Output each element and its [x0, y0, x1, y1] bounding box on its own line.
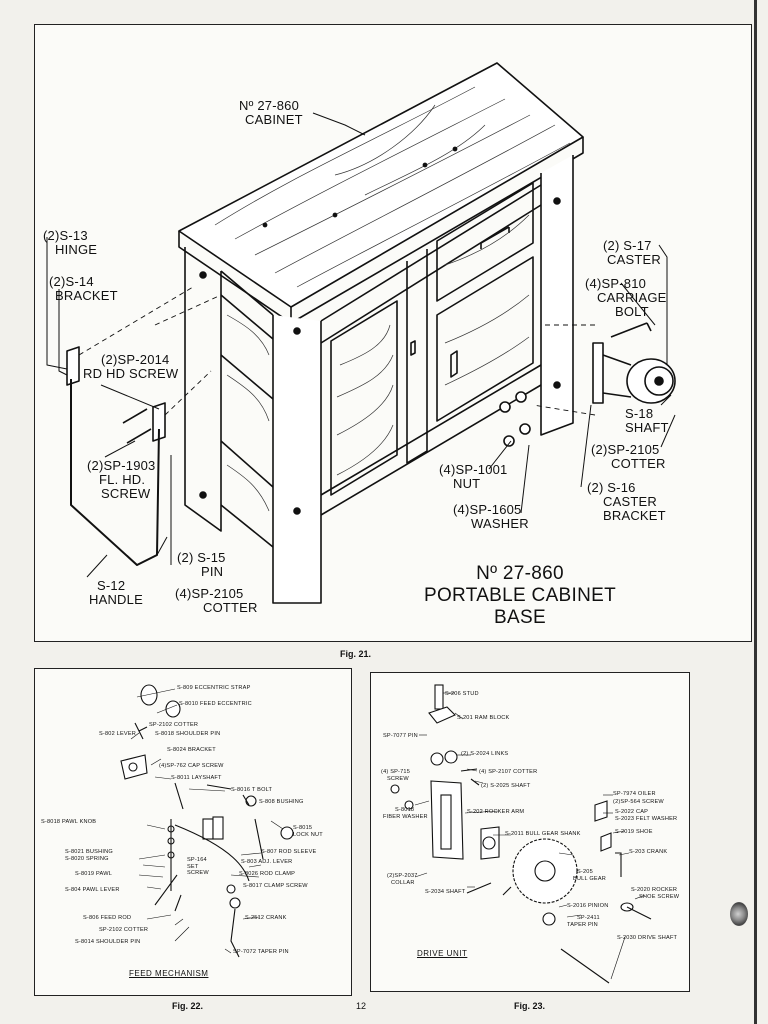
figure-21-caption: Fig. 21.: [340, 649, 372, 659]
label-cotter: (4) SP-2107 COTTER: [479, 769, 538, 775]
binder-hole-bottom: [730, 902, 748, 926]
label-shaft-2034: S-2034 SHAFT: [425, 889, 466, 895]
label-cap: S-2022 CAP: [615, 809, 649, 815]
label-rod-sleeve: S-807 ROD SLEEVE: [261, 849, 317, 855]
label-pawl: S-8019 PAWL: [75, 871, 113, 877]
figure-23-title: DRIVE UNIT: [417, 949, 468, 958]
label-stud: S-206 STUD: [445, 691, 479, 697]
label-oiler: SP-7974 OILER: [613, 791, 656, 797]
label-pawl-lever: S-804 PAWL LEVER: [65, 887, 120, 893]
label-feed-rod: S-806 FEED ROD: [83, 915, 132, 921]
label-taper-pin: SP-7072 TAPER PIN: [233, 949, 289, 955]
figure-22-title: FEED MECHANISM: [129, 969, 209, 978]
label-cap-screw: (4)SP-762 CAP SCREW: [159, 763, 224, 769]
label-pinion: S-2016 PINION: [567, 903, 609, 909]
label-eccentric-strap: S-809 ECCENTRIC STRAP: [177, 685, 251, 691]
label-rod-clamp: S-8026 ROD CLAMP: [239, 871, 296, 877]
label-ram-block: S-201 RAM BLOCK: [457, 715, 510, 721]
label-felt-washer: S-2023 FELT WASHER: [615, 816, 678, 822]
label-screw-564: (2)SP-564 SCREW: [613, 799, 664, 805]
figure-22-feed-mechanism-panel: S-809 ECCENTRIC STRAP S-8010 FEED ECCENT…: [34, 668, 352, 996]
label-feed-eccentric: S-8010 FEED ECCENTRIC: [179, 701, 252, 707]
label-bushing-8021: S-8021 BUSHING: [65, 849, 113, 855]
label-crank: S-2512 CRANK: [245, 915, 287, 921]
label-bracket: S-8024 BRACKET: [167, 747, 216, 753]
drive-unit-drawing: [390, 684, 652, 984]
label-lever: S-802 LEVER: [99, 731, 137, 737]
label-shaft-2025: (2) S-2025 SHAFT: [481, 783, 531, 789]
right-edge-bar: [754, 0, 757, 1024]
label-layshaft: S-8011 LAYSHAFT: [171, 775, 222, 781]
label-cotter-bottom: SP-2102 COTTER: [99, 927, 149, 933]
label-cotter-top: SP-2102 COTTER: [149, 722, 199, 728]
cabinet-drawing: [46, 62, 676, 604]
label-links: (2) S-2024 LINKS: [461, 751, 509, 757]
label-drive-shaft: S-2030 DRIVE SHAFT: [617, 935, 678, 941]
label-bushing-808: S-808 BUSHING: [259, 799, 304, 805]
label-pin: SP-7077 PIN: [383, 733, 418, 739]
label-shoulder-pin-bottom: S-8014 SHOULDER PIN: [75, 939, 141, 945]
label-adj-lever: S-803 ADJ. LEVER: [241, 859, 293, 865]
label-pawl-knob: S-8018 PAWL KNOB: [41, 819, 97, 825]
feed-mechanism-drawing: [120, 684, 294, 958]
figure-23-drive-unit-panel: S-206 STUD S-201 RAM BLOCK SP-7077 PIN (…: [370, 672, 690, 992]
label-clamp-screw: S-8017 CLAMP SCREW: [243, 883, 308, 889]
label-crank: S-203 CRANK: [629, 849, 668, 855]
figure-22-caption: Fig. 22.: [172, 1001, 204, 1011]
label-shoulder-pin-top: S-8018 SHOULDER PIN: [155, 731, 221, 737]
page-number: 12: [356, 1001, 367, 1011]
figure-23-caption: Fig. 23.: [514, 1001, 546, 1011]
label-spring: S-8020 SPRING: [65, 856, 109, 862]
label-t-bolt: S-8016 T BOLT: [231, 787, 273, 793]
label-shoe: S-2019 SHOE: [615, 829, 653, 835]
label-rocker-arm: S-202 ROCKER ARM: [467, 809, 525, 815]
label-bull-gear-shank: S-2011 BULL GEAR SHANK: [505, 831, 581, 837]
